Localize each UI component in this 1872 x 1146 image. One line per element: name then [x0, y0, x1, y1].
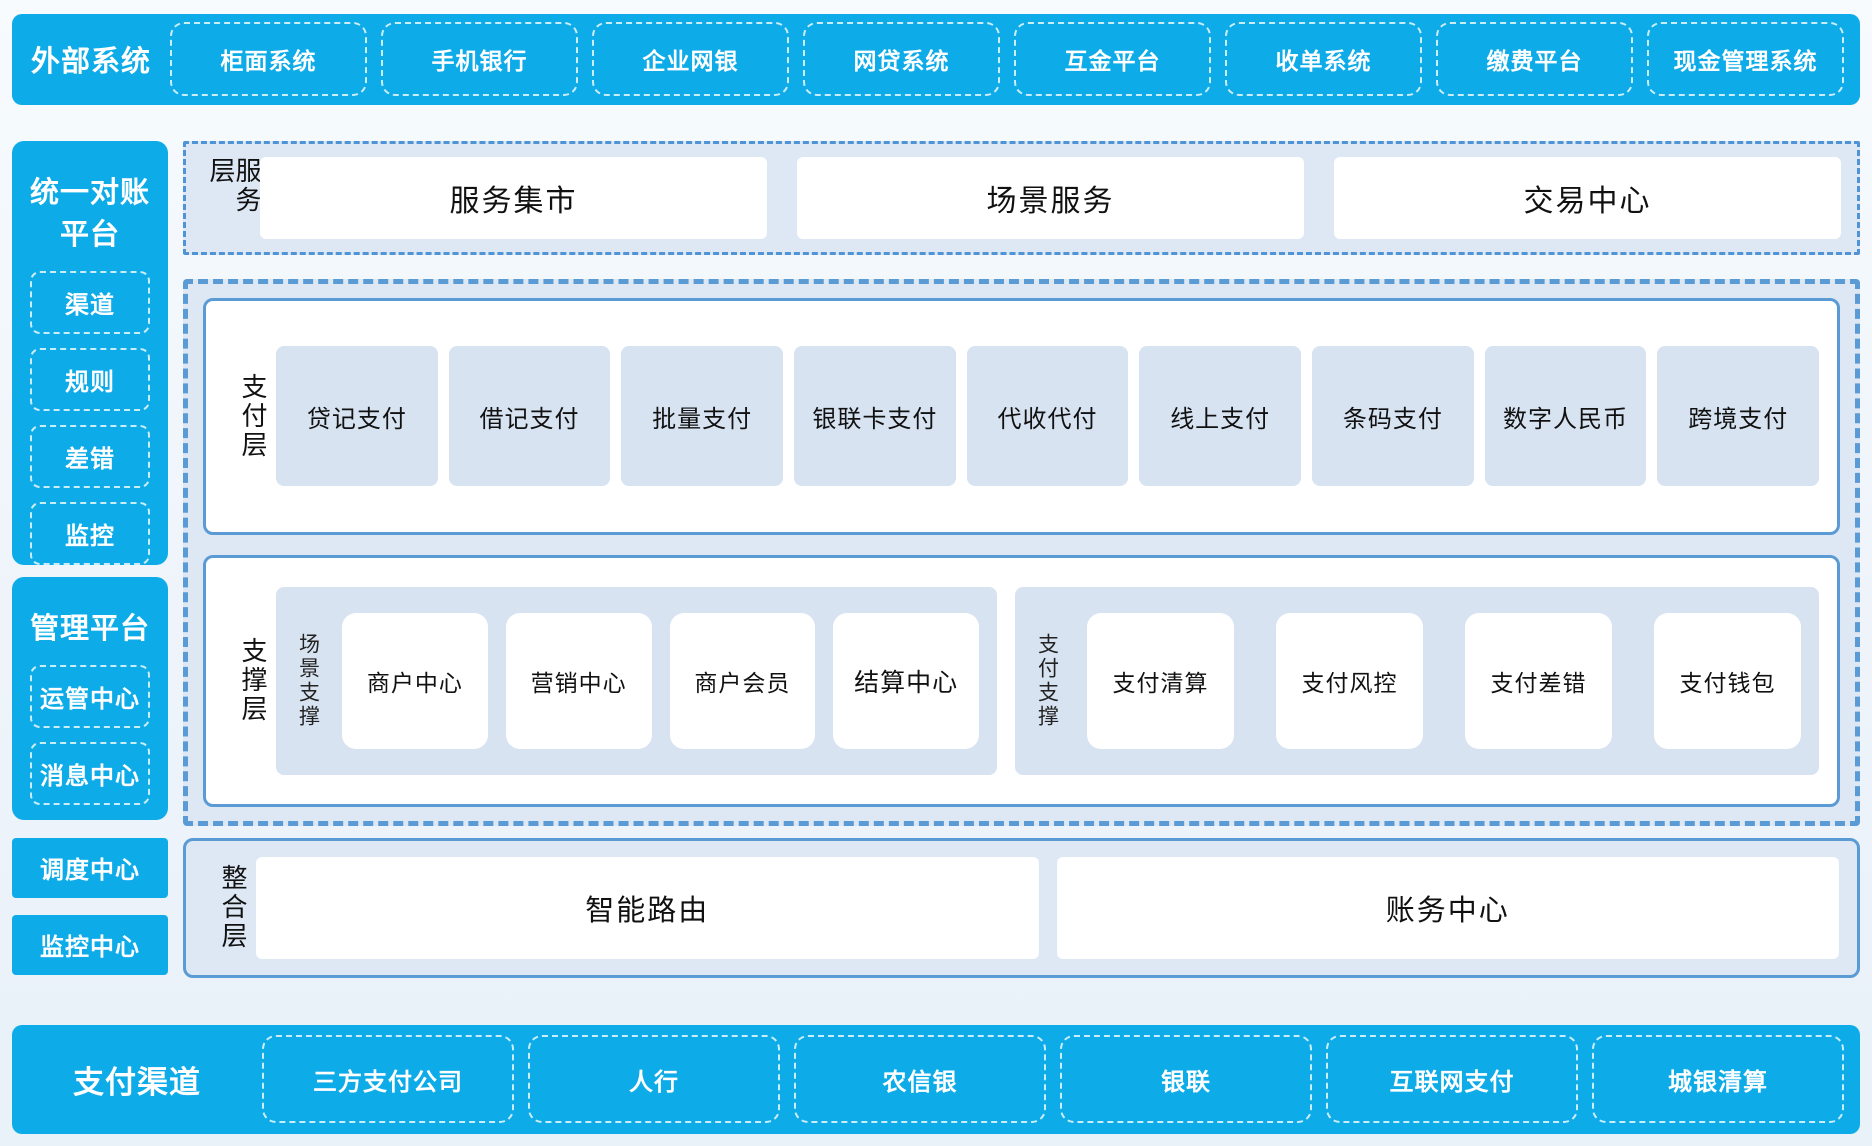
service-item: 场景服务 [797, 156, 1304, 239]
integration-layer-label: 整合层 [218, 864, 248, 952]
service-item: 服务集市 [260, 156, 767, 239]
monitor-center-block: 监控中心 [12, 914, 168, 975]
payment-support-item: 支付钱包 [1654, 612, 1802, 749]
external-systems-label: 外部系统 [30, 46, 151, 79]
reconciliation-platform-block: 统一对账平台 渠道 规则 差错 监控 [12, 140, 168, 565]
payment-item: 条码支付 [1312, 346, 1474, 487]
support-layer-label: 支撑层 [238, 637, 268, 725]
scene-support-items: 商户中心 营销中心 商户会员 结算中心 [342, 612, 980, 749]
external-system-item: 企业网银 [592, 22, 789, 97]
reconciliation-item: 规则 [30, 347, 150, 411]
integration-item: 账务中心 [1056, 856, 1839, 959]
external-system-item: 互金平台 [1014, 22, 1211, 97]
dispatch-center-block: 调度中心 [12, 837, 168, 898]
external-system-item: 收单系统 [1225, 22, 1422, 97]
payment-support-item: 支付风控 [1276, 612, 1424, 749]
payment-support-label: 支付支撑 [1035, 632, 1059, 729]
payment-item: 线上支付 [1139, 346, 1302, 487]
reconciliation-item: 监控 [30, 501, 150, 565]
left-sidebar: 统一对账平台 渠道 规则 差错 监控 管理平台 运管中心 消息中心 调度中心 监… [12, 140, 168, 992]
payment-channels-items: 三方支付公司 人行 农信银 银联 互联网支付 城银清算 [262, 1035, 1860, 1124]
payment-item: 数字人民币 [1484, 346, 1647, 487]
service-layer-items: 服务集市 场景服务 交易中心 [260, 156, 1841, 239]
support-layer-groups: 场景支撑 商户中心 营销中心 商户会员 结算中心 支付支撑 [276, 572, 1819, 790]
scene-support-item: 商户中心 [342, 612, 488, 749]
reconciliation-platform-title: 统一对账平台 [29, 176, 150, 251]
payment-layer-items: 贷记支付 借记支付 批量支付 银联卡支付 代收代付 线上支付 条码支付 数字人民… [276, 315, 1820, 518]
payment-item: 银联卡支付 [794, 346, 956, 487]
external-systems-items: 柜面系统 手机银行 企业网银 网贷系统 互金平台 收单系统 缴费平台 现金管理系… [170, 22, 1860, 97]
payment-layer-label: 支付层 [238, 372, 268, 460]
payment-item: 贷记支付 [276, 346, 438, 487]
external-systems-bar: 外部系统 柜面系统 手机银行 企业网银 网贷系统 互金平台 收单系统 缴费平台 … [12, 14, 1860, 105]
reconciliation-item: 差错 [30, 424, 150, 488]
management-platform-block: 管理平台 运管中心 消息中心 [12, 576, 168, 820]
core-layers-wrapper: 支付层 贷记支付 借记支付 批量支付 银联卡支付 代收代付 线上支付 条码支付 … [183, 278, 1860, 826]
integration-item: 智能路由 [256, 856, 1039, 959]
service-layer-label: 服务层 [206, 156, 262, 215]
payment-item: 代收代付 [966, 346, 1129, 487]
payment-channel-item: 农信银 [794, 1035, 1046, 1124]
external-system-item: 柜面系统 [170, 22, 367, 97]
integration-layer: 整合层 智能路由 账务中心 [183, 837, 1860, 978]
service-layer: 服务层 服务集市 场景服务 交易中心 [183, 140, 1860, 255]
support-layer: 支撑层 场景支撑 商户中心 营销中心 商户会员 结算中心 [203, 554, 1840, 807]
payment-item: 跨境支付 [1657, 346, 1820, 487]
payment-channel-item: 互联网支付 [1326, 1035, 1578, 1124]
payment-item: 批量支付 [621, 346, 784, 487]
payment-layer: 支付层 贷记支付 借记支付 批量支付 银联卡支付 代收代付 线上支付 条码支付 … [203, 297, 1840, 535]
payment-support-item: 支付清算 [1087, 612, 1235, 749]
scene-support-item: 结算中心 [833, 612, 980, 749]
payment-support-group: 支付支撑 支付清算 支付风控 支付差错 支付钱包 [1015, 586, 1819, 775]
integration-layer-items: 智能路由 账务中心 [256, 856, 1839, 959]
reconciliation-item: 渠道 [30, 270, 150, 334]
scene-support-group: 场景支撑 商户中心 营销中心 商户会员 结算中心 [276, 586, 998, 775]
management-platform-title: 管理平台 [29, 612, 150, 645]
middle-region: 统一对账平台 渠道 规则 差错 监控 管理平台 运管中心 消息中心 调度中心 监… [12, 140, 1860, 992]
payment-channel-item: 人行 [528, 1035, 780, 1124]
external-system-item: 缴费平台 [1436, 22, 1633, 97]
service-item: 交易中心 [1334, 156, 1841, 239]
external-system-item: 网贷系统 [803, 22, 1000, 97]
management-item: 运管中心 [30, 664, 150, 728]
main-column: 服务层 服务集市 场景服务 交易中心 支付层 贷记支付 借记支付 [183, 140, 1860, 992]
payment-item: 借记支付 [448, 346, 611, 487]
external-system-item: 手机银行 [381, 22, 578, 97]
payment-support-items: 支付清算 支付风控 支付差错 支付钱包 [1087, 612, 1802, 749]
payment-channels-bar: 支付渠道 三方支付公司 人行 农信银 银联 互联网支付 城银清算 [12, 1024, 1860, 1134]
payment-support-item: 支付差错 [1465, 612, 1613, 749]
payment-channel-item: 城银清算 [1592, 1035, 1844, 1124]
scene-support-label: 场景支撑 [296, 632, 320, 729]
scene-support-item: 营销中心 [505, 612, 652, 749]
payment-channel-item: 银联 [1060, 1035, 1312, 1124]
management-item: 消息中心 [30, 741, 150, 805]
payment-channel-item: 三方支付公司 [262, 1035, 514, 1124]
scene-support-item: 商户会员 [669, 612, 816, 749]
payment-channels-label: 支付渠道 [73, 1064, 201, 1100]
external-system-item: 现金管理系统 [1647, 22, 1844, 97]
